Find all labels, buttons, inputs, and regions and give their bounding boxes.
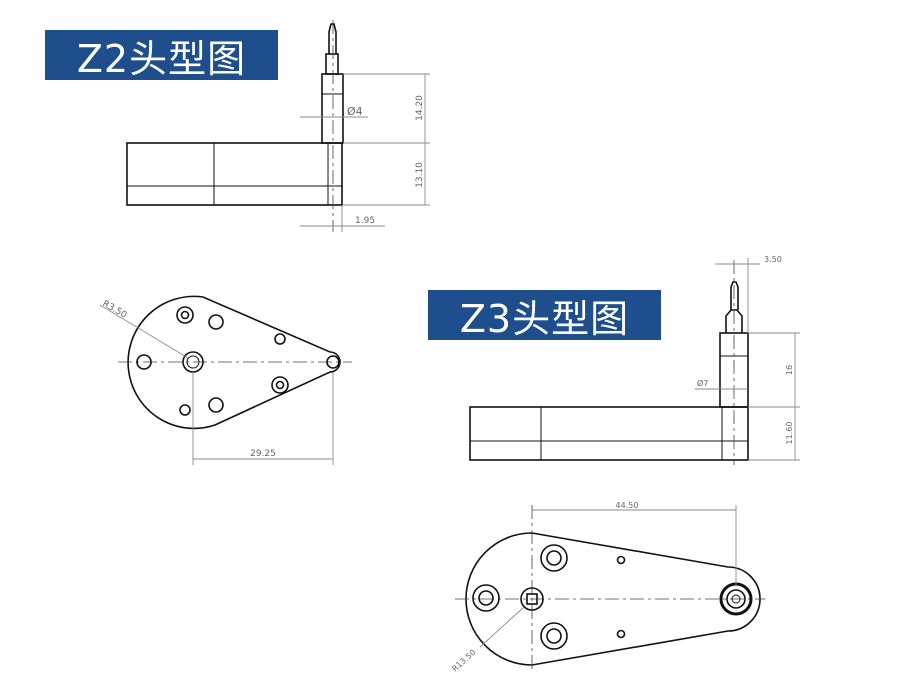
z2-dim-body-height: 13.10 xyxy=(415,162,425,188)
z3-dim-pin-height: 16 xyxy=(785,365,794,375)
z3-title-badge: Z3头型图 xyxy=(428,290,661,341)
z3-side-view: 3.50 16 11.60 Ø7 xyxy=(469,255,800,465)
z2-dim-offset: 1.95 xyxy=(355,216,375,226)
z3-dim-radius: R13.50 xyxy=(450,648,477,674)
z2-plan-view: R3.50 29.25 xyxy=(99,295,352,465)
z2-dim-length: 29.25 xyxy=(250,449,276,459)
z2-side-view: 14.20 13.10 Ø4 1.95 xyxy=(126,20,430,232)
z3-dim-length: 44.50 xyxy=(616,501,639,510)
z2-dim-radius: R3.50 xyxy=(101,299,129,321)
z3-dim-diameter: Ø7 xyxy=(697,378,708,388)
z2-title-badge: Z2头型图 xyxy=(45,30,278,81)
z2-dim-diameter: Ø4 xyxy=(347,105,363,118)
z2-dim-pin-height: 14.20 xyxy=(415,95,425,121)
z3-plan-view: 44.50 R13.50 xyxy=(450,501,765,673)
z3-dim-offset: 3.50 xyxy=(764,255,782,264)
z3-dim-body-height: 11.60 xyxy=(785,422,794,445)
